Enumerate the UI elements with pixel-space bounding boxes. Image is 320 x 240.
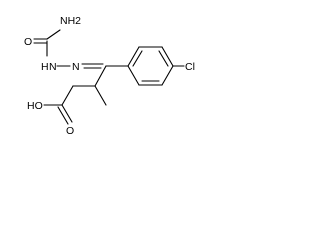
atom-acid-oh-label: HO	[27, 100, 43, 112]
ring-inner-bond-1	[132, 50, 143, 67]
ring-inner-bond-2	[158, 50, 169, 67]
atom-carbonyl-o-label: O	[24, 36, 32, 48]
bond-acid-c-o-double-a	[61, 104, 73, 123]
bond-c-nh2	[46, 29, 61, 40]
bond-ch-methyl	[94, 85, 107, 106]
bond-acid-c-o-double-b	[57, 106, 69, 125]
bond-c-ch	[94, 65, 107, 87]
ring-bond-4	[161, 65, 174, 86]
structure-drawing: NH2 O H N N Cl HO O	[24, 15, 195, 137]
bond-ch2-cooh	[61, 85, 74, 106]
bonds	[33, 29, 185, 125]
atom-nh2-label: NH2	[60, 15, 81, 27]
atom-imine-n-label: N	[72, 61, 80, 73]
atom-labels: NH2 O H N N Cl HO O	[24, 15, 195, 137]
ring-bond-3	[161, 46, 174, 67]
atom-acid-o-label: O	[66, 125, 74, 137]
molecule-canvas: NH2 O H N N Cl HO O	[0, 0, 219, 166]
ring-bond-1	[127, 46, 140, 67]
atom-chlorine-label: Cl	[185, 61, 195, 73]
atom-nh-n-label: N	[49, 61, 57, 73]
atom-nh-h-label: H	[41, 61, 49, 73]
ring-bond-6	[127, 65, 140, 86]
